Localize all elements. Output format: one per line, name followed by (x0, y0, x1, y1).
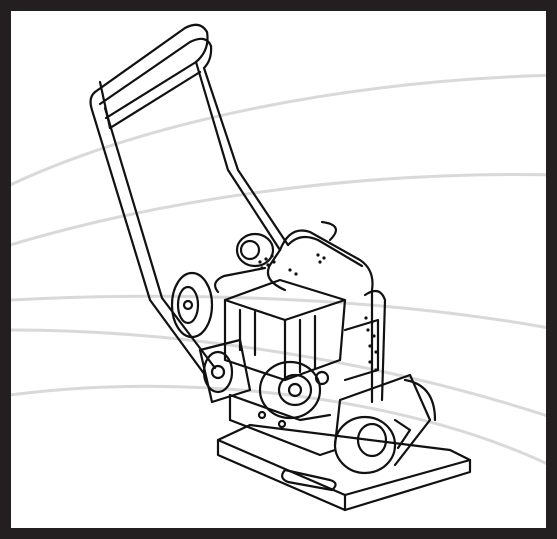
handle-bar (89, 23, 290, 377)
left-wheel (170, 271, 214, 339)
exciter-housing (333, 373, 437, 475)
right-wheel (235, 232, 275, 268)
engine-grille-dots (258, 253, 378, 372)
belt-guard (228, 393, 337, 457)
engine-mount-linkage (198, 338, 252, 404)
roll-cage (214, 220, 387, 404)
plate-compactor-illustration (11, 23, 546, 512)
base-plate (216, 423, 472, 512)
background-swooshes (11, 73, 546, 465)
engine (223, 278, 380, 420)
